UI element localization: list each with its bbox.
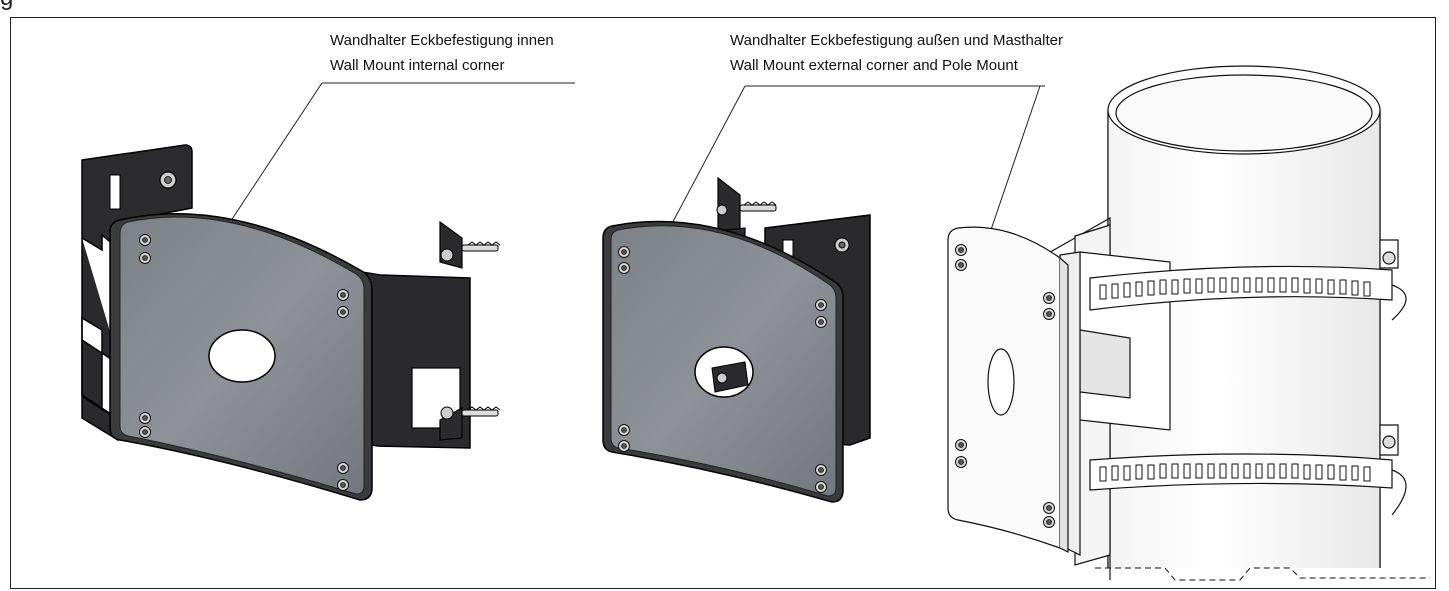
callout-external-line2: Wall Mount external corner and Pole Moun…	[730, 57, 1018, 74]
lower-band-slots	[1099, 463, 1371, 482]
upper-band-slots	[1099, 277, 1371, 300]
cropped-title-fragment: g	[0, 0, 13, 10]
internal-corner-mount-drawing	[81, 144, 501, 501]
drawing-frame	[10, 17, 1436, 589]
external-corner-mount-drawing	[602, 176, 871, 503]
pole-mount-drawing	[947, 65, 1430, 581]
callout-internal-line1: Wandhalter Eckbefestigung innen	[330, 32, 554, 49]
callout-internal-line2: Wall Mount internal corner	[330, 57, 505, 74]
callout-external-line1: Wandhalter Eckbefestigung außen und Mast…	[730, 32, 1063, 49]
